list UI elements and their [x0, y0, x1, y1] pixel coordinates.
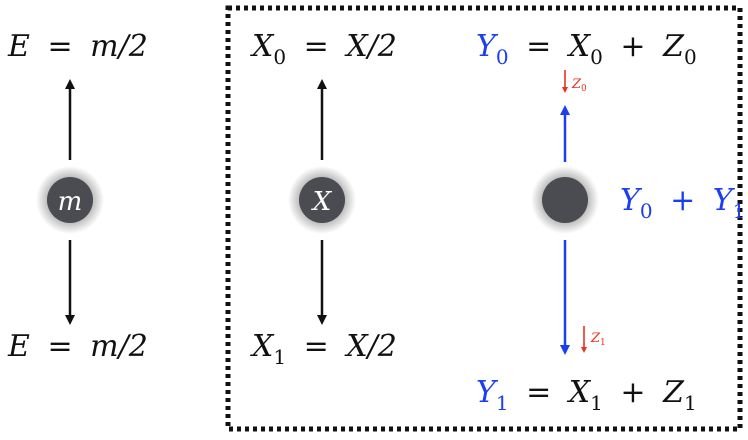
right-decay: Y0 = X0 + Z0 Z0 Y0 + Y1 Z1 Y1 = X1 +	[476, 29, 745, 418]
middle-decay: X0 = X/2 X X1 = X/2	[250, 29, 397, 372]
sum-label: Y0 + Y1	[620, 183, 745, 226]
middle-top-label: X0 = X/2	[250, 29, 397, 72]
left-decay: E = m/2 m E = m/2	[7, 29, 148, 364]
right-particle	[542, 177, 588, 223]
right-top-label: Y0 = X0 + Z0	[476, 29, 697, 72]
left-particle-label: m	[58, 187, 83, 217]
left-bottom-label: E = m/2	[7, 329, 148, 364]
middle-particle	[299, 177, 345, 223]
dotted-box	[225, 5, 743, 432]
right-bottom-label: Y1 = X1 + Z1	[476, 375, 697, 418]
top-kick-label: Z0	[571, 77, 587, 94]
left-top-label: E = m/2	[7, 29, 148, 64]
bottom-kick-label: Z1	[590, 331, 606, 348]
middle-particle-label: X	[311, 187, 333, 217]
middle-bottom-label: X1 = X/2	[250, 329, 397, 372]
left-particle	[47, 177, 93, 223]
